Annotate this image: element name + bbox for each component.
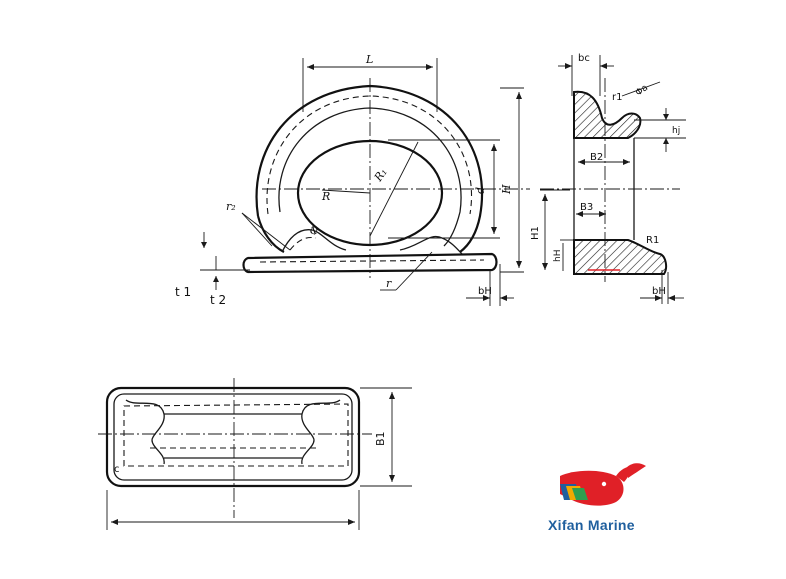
whale-eye <box>601 481 607 487</box>
label-r-bottom: r <box>386 277 392 290</box>
label-t1: t 1 <box>175 285 191 299</box>
radius-line-r1 <box>369 141 419 237</box>
leader-r2-b <box>241 212 291 251</box>
left-flange-curve <box>281 229 347 253</box>
left-hidden-curve <box>289 236 317 251</box>
inner-ring <box>278 107 462 247</box>
leader-phi-a <box>621 81 661 97</box>
side-view: bc B2 B3 H1 hH r1 Φa <box>530 53 686 304</box>
label-h: H <box>500 184 513 195</box>
label-bc: bc <box>578 53 590 64</box>
label-bh-side: bH <box>652 286 666 297</box>
label-t2: t 2 <box>210 293 226 307</box>
plan-outer-plate <box>105 386 361 488</box>
label-c: c <box>114 464 120 475</box>
radius-line-r <box>321 189 371 194</box>
leader-r <box>395 251 433 291</box>
leader-r2-a <box>241 212 273 247</box>
label-phi-a: Φa <box>634 83 650 98</box>
plan-right-lobe <box>301 399 341 465</box>
label-bh-front: bH <box>478 286 492 297</box>
label-r: R <box>321 190 330 203</box>
label-hj: hj <box>672 126 680 136</box>
label-r1-side: R1 <box>646 235 659 246</box>
base-hidden-line <box>259 259 485 263</box>
label-small-phi: Φ <box>307 223 321 239</box>
label-b1: B1 <box>374 431 387 446</box>
dim-arrows-bh-side <box>655 295 675 301</box>
whale-tail-right <box>626 463 646 478</box>
plan-left-lobe <box>125 399 165 465</box>
label-b2: B2 <box>590 152 603 163</box>
label-d: d <box>474 187 487 194</box>
hidden-ring <box>266 95 472 215</box>
label-h1: H1 <box>530 226 541 240</box>
side-top-section <box>573 90 642 139</box>
whale-stripe-green <box>572 488 588 500</box>
brand-logo <box>560 463 646 506</box>
label-hh: hH <box>553 250 563 262</box>
dim-arrows-hj <box>663 114 669 144</box>
dim-arrows-bh-front <box>483 295 507 301</box>
front-view: L R₁ R d <box>175 53 530 307</box>
label-r1: R₁ <box>371 166 390 185</box>
label-b3: B3 <box>580 202 593 213</box>
label-r1: r1 <box>612 92 622 103</box>
brand-name: Xifan Marine <box>548 517 635 533</box>
side-bottom-section <box>573 239 668 275</box>
plan-inner-edge <box>113 393 353 481</box>
oval-opening <box>296 139 444 247</box>
right-flange-curve <box>399 235 463 255</box>
dim-arrows-b3 <box>576 211 606 217</box>
plan-hidden-outline <box>123 403 349 467</box>
outer-ring-left-foot <box>256 215 285 253</box>
label-r2: r₂ <box>226 200 236 213</box>
outer-ring <box>255 84 484 253</box>
plan-view: c B1 <box>98 378 412 530</box>
label-l: L <box>365 53 373 66</box>
base-plate <box>242 252 498 274</box>
